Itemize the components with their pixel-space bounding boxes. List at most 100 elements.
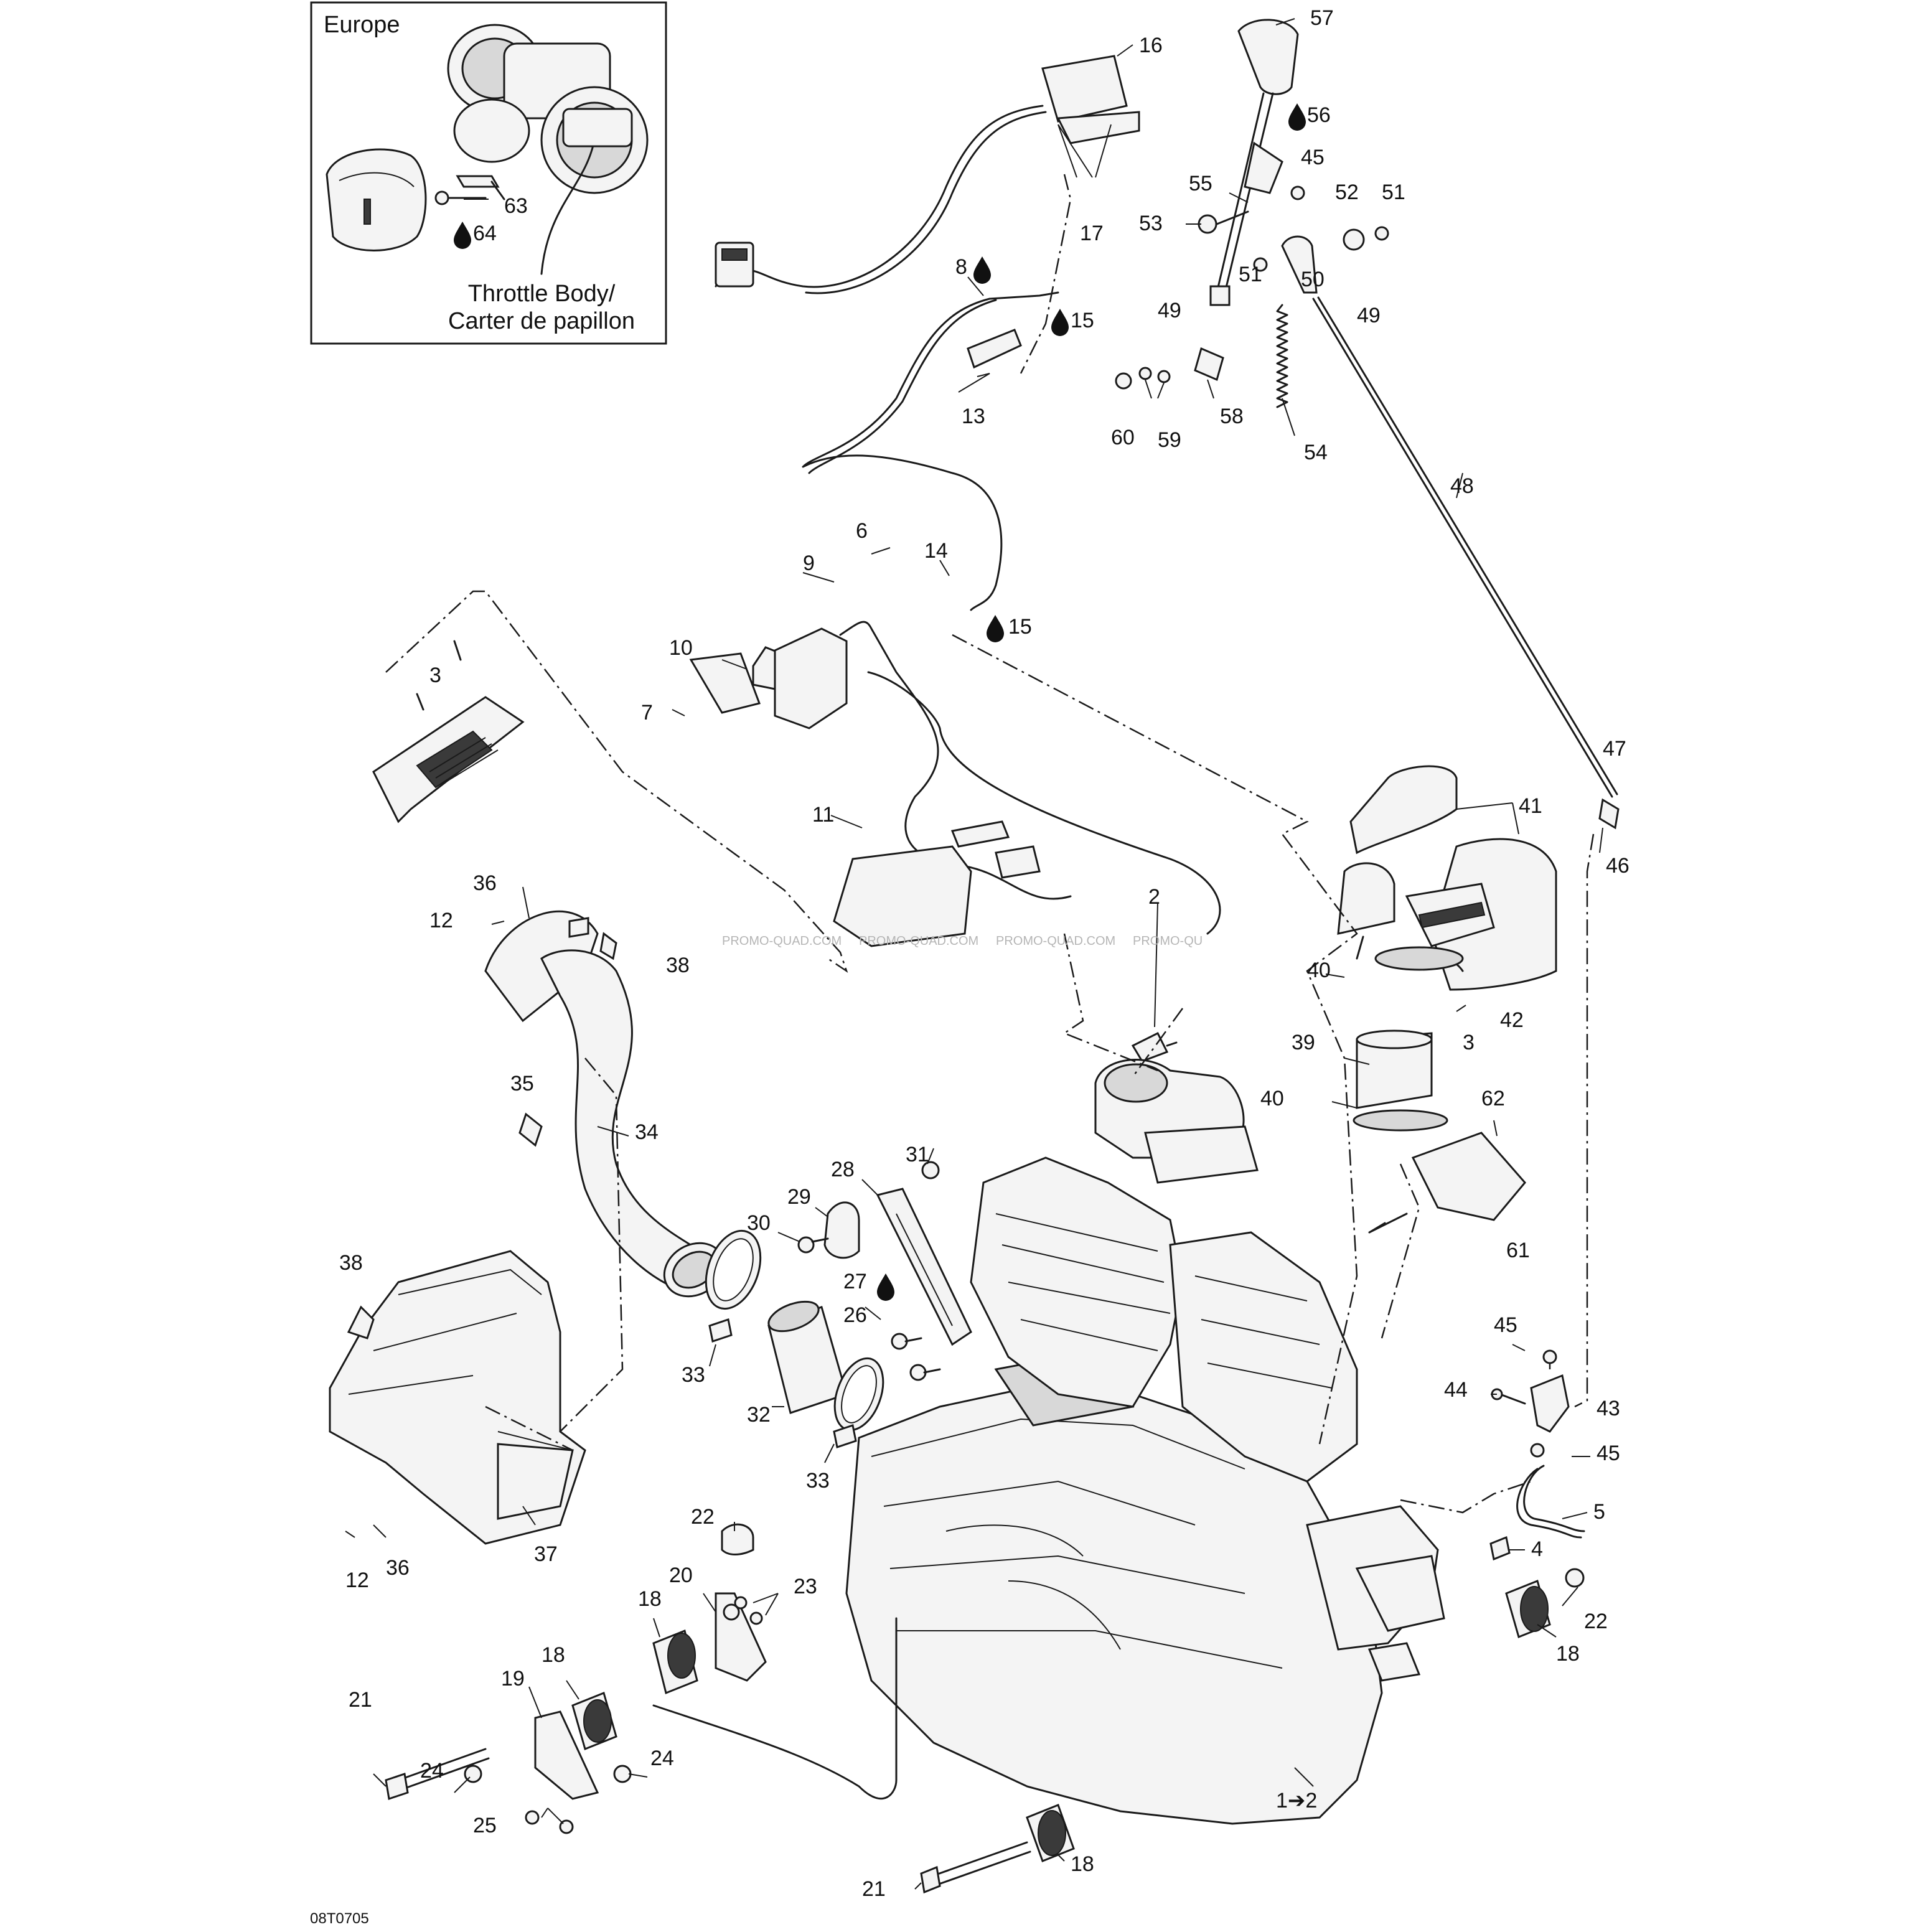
callout-42: 42: [1500, 1008, 1524, 1032]
callout-49-right: 49: [1357, 304, 1381, 327]
callout-12-bottom: 12: [345, 1569, 369, 1592]
callout-22-right: 22: [1584, 1610, 1608, 1633]
watermark-4: PROMO-QU: [1133, 934, 1203, 948]
callout-44: 44: [1444, 1378, 1468, 1402]
callout-25: 25: [473, 1814, 497, 1837]
callout-3-right: 3: [1463, 1031, 1475, 1054]
callout-16: 16: [1139, 34, 1163, 57]
callout-21-left: 21: [349, 1688, 372, 1712]
engine-block: [845, 174, 1595, 1825]
callout-29: 29: [787, 1185, 811, 1209]
callout-62: 62: [1481, 1087, 1505, 1110]
callout-10: 10: [669, 636, 693, 660]
callout-labels: 57 16 56 45 55 52 51 53 17 8 51 50 49 49…: [339, 6, 1630, 1901]
callout-6: 6: [856, 519, 868, 543]
callout-49-left: 49: [1158, 299, 1181, 322]
callout-20: 20: [669, 1564, 693, 1587]
callout-18-b: 18: [1556, 1642, 1580, 1666]
callout-9: 9: [803, 551, 815, 575]
callout-23: 23: [794, 1575, 817, 1598]
callout-53: 53: [1139, 212, 1163, 235]
callout-8: 8: [955, 255, 967, 279]
callout-63: 63: [504, 194, 528, 218]
callout-64: 64: [473, 222, 497, 245]
callout-33-left: 33: [682, 1363, 705, 1387]
watermark-2: PROMO-QUAD.COM: [859, 934, 978, 948]
callout-18-c: 18: [542, 1643, 565, 1667]
air-intake-duct: [484, 910, 725, 1298]
callout-26: 26: [843, 1303, 867, 1327]
callout-15-top: 15: [1071, 309, 1094, 332]
shift-lever-assembly: [1115, 19, 1620, 830]
callout-11: 11: [812, 803, 834, 827]
inset-region-label: Europe: [324, 12, 400, 38]
callout-40-bottom: 40: [1260, 1087, 1284, 1110]
callout-36-bottom: 36: [386, 1556, 410, 1580]
callout-36-top: 36: [473, 871, 497, 895]
callout-31: 31: [906, 1143, 929, 1166]
throttle-body-drawing: [447, 24, 649, 275]
callout-32: 32: [747, 1403, 771, 1427]
callout-37: 37: [534, 1542, 558, 1566]
callout-33-right: 33: [806, 1469, 830, 1493]
callout-59: 59: [1158, 428, 1181, 452]
air-filter-housing: [1337, 765, 1557, 1339]
callout-24-left: 24: [420, 1759, 444, 1783]
callout-46: 46: [1606, 854, 1630, 878]
callout-5: 5: [1593, 1500, 1605, 1524]
callout-50: 50: [1301, 268, 1325, 291]
callout-27: 27: [843, 1270, 867, 1293]
callout-35: 35: [510, 1072, 534, 1095]
callout-34: 34: [635, 1120, 659, 1144]
callout-17: 17: [1080, 222, 1104, 245]
intake-hose-clamps: [705, 1229, 884, 1448]
callout-3-left: 3: [429, 664, 441, 687]
callout-24-right: 24: [650, 1747, 674, 1770]
callout-39: 39: [1292, 1031, 1315, 1054]
reference-code: 08T0705: [310, 1910, 369, 1927]
callout-52: 52: [1335, 181, 1359, 204]
callout-38-bottom: 38: [339, 1251, 363, 1275]
callout-45-bottom: 45: [1597, 1442, 1620, 1465]
callout-38-top: 38: [666, 954, 690, 977]
inset-part-name-fr: Carter de papillon: [448, 308, 635, 334]
callout-58: 58: [1220, 405, 1244, 428]
callout-56: 56: [1307, 103, 1331, 127]
watermark-1: PROMO-QUAD.COM: [722, 934, 842, 948]
callout-55: 55: [1189, 172, 1212, 195]
callout-7: 7: [641, 701, 653, 724]
ignition-coil-area: [689, 621, 1221, 1062]
callout-2: 2: [1148, 885, 1160, 909]
throttle-cover-drawing: [326, 148, 427, 251]
callout-51-mid: 51: [1239, 263, 1262, 286]
callout-60: 60: [1111, 426, 1135, 449]
wiring-harness: [715, 55, 1140, 611]
leader-lines: [345, 18, 1603, 1890]
callout-57: 57: [1310, 6, 1334, 30]
callout-45-mid: 45: [1494, 1313, 1517, 1337]
callout-19: 19: [501, 1667, 525, 1690]
callout-51-top: 51: [1382, 181, 1405, 204]
callout-41: 41: [1519, 794, 1542, 818]
inset-part-name-en: Throttle Body/: [468, 281, 616, 307]
callout-43: 43: [1597, 1397, 1620, 1420]
callout-4: 4: [1531, 1537, 1543, 1561]
callout-18-a: 18: [638, 1587, 662, 1611]
callout-21-bottom: 21: [862, 1877, 886, 1901]
callout-22-left: 22: [691, 1505, 715, 1529]
callout-61: 61: [1506, 1239, 1530, 1262]
callout-18-d: 18: [1071, 1852, 1094, 1876]
ecu-module: [372, 590, 848, 973]
europe-inset: Europe Throttle Body/ Carter de papillon: [310, 1, 667, 345]
callout-15-mid: 15: [1008, 615, 1032, 639]
engine-mount-plate: [797, 1161, 972, 1381]
callout-45-top: 45: [1301, 146, 1325, 169]
callout-40-top: 40: [1307, 959, 1331, 982]
callout-47: 47: [1603, 737, 1626, 761]
callout-14: 14: [924, 539, 948, 563]
callout-30: 30: [747, 1211, 771, 1235]
watermark-3: PROMO-QUAD.COM: [996, 934, 1115, 948]
callout-13: 13: [962, 405, 985, 428]
callout-48: 48: [1450, 474, 1474, 498]
